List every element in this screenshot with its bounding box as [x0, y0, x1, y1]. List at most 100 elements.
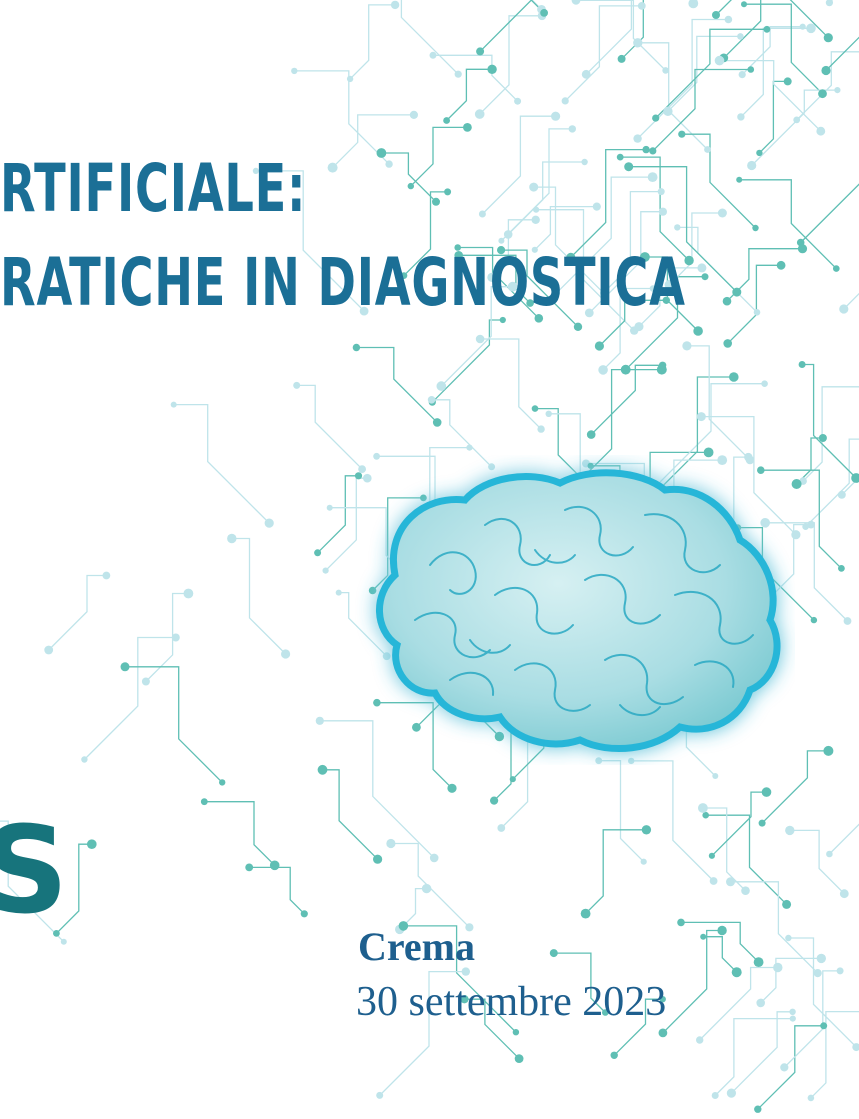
- circuit-trace: [667, 35, 741, 112]
- circuit-trace: [440, 286, 513, 387]
- circuit-node: [281, 649, 291, 659]
- circuit-node: [429, 853, 439, 863]
- circuit-node: [674, 224, 681, 231]
- circuit-node: [386, 838, 396, 849]
- circuit-node: [664, 279, 675, 290]
- circuit-node: [531, 215, 540, 224]
- circuit-node: [598, 365, 608, 375]
- circuit-trace: [322, 769, 379, 860]
- circuit-trace: [457, 246, 540, 319]
- circuit-node: [807, 520, 815, 529]
- circuit-node: [791, 479, 802, 489]
- circuit-node: [573, 322, 583, 331]
- circuit-trace: [431, 319, 503, 403]
- circuit-trace: [705, 814, 788, 905]
- circuit-node: [731, 967, 742, 978]
- circuit-node: [460, 995, 469, 1004]
- circuit-node: [708, 852, 716, 859]
- circuit-node: [81, 756, 88, 763]
- circuit-node: [806, 23, 816, 34]
- circuit-trace: [480, 338, 542, 430]
- event-date: 30 settembre 2023: [356, 979, 667, 1025]
- circuit-node: [717, 455, 728, 465]
- circuit-node: [561, 97, 569, 105]
- circuit-node: [335, 589, 342, 596]
- circuit-node: [581, 158, 588, 166]
- circuit-node: [87, 839, 97, 849]
- circuit-trace: [638, 267, 702, 328]
- circuit-node: [785, 825, 795, 836]
- circuit-node: [724, 15, 733, 24]
- circuit-node: [264, 518, 274, 528]
- circuit-node: [662, 67, 669, 74]
- circuit-trace: [570, 148, 647, 258]
- circuit-node: [761, 380, 768, 388]
- circuit-node: [610, 1051, 618, 1060]
- circuit-node: [490, 796, 499, 805]
- circuit-trace: [757, 1025, 824, 1110]
- circuit-trace: [0, 820, 65, 943]
- circuit-trace: [585, 0, 633, 75]
- circuit-node: [763, 25, 771, 33]
- circuit-trace: [403, 191, 448, 277]
- circuit-trace: [625, 276, 705, 371]
- circuit-node: [269, 860, 280, 871]
- circuit-trace: [723, 0, 762, 59]
- circuit-node: [756, 998, 765, 1008]
- circuit-node: [641, 825, 652, 835]
- circuit-node: [499, 316, 506, 324]
- circuit-trace: [338, 591, 388, 657]
- circuit-node: [798, 361, 806, 368]
- circuit-node: [551, 111, 561, 121]
- circuit-node: [709, 877, 718, 885]
- circuit-node: [102, 571, 111, 580]
- circuit-node: [838, 565, 845, 572]
- circuit-node: [488, 463, 496, 471]
- circuit-trace: [621, 0, 644, 60]
- circuit-node: [60, 938, 67, 945]
- circuit-node: [476, 47, 485, 56]
- circuit-trace: [662, 929, 723, 1034]
- circuit-trace: [714, 1017, 793, 1096]
- circuit-node: [586, 430, 596, 439]
- circuit-node: [624, 162, 634, 172]
- circuit-node: [432, 418, 442, 427]
- circuit-node: [53, 930, 60, 937]
- circuit-node: [291, 67, 298, 75]
- circuit-node: [595, 757, 603, 765]
- circuit-node: [754, 1105, 762, 1113]
- circuit-trace: [48, 574, 107, 651]
- circuit-trace: [702, 807, 746, 892]
- circuit-trace: [648, 383, 765, 495]
- circuit-node: [314, 549, 322, 557]
- circuit-trace: [55, 843, 92, 934]
- circuit-trace: [637, 42, 708, 150]
- circuit-trace: [479, 15, 542, 115]
- circuit-trace: [760, 469, 842, 569]
- circuit-node: [839, 304, 849, 314]
- circuit-node: [818, 89, 827, 99]
- circuit-node: [376, 1091, 384, 1099]
- circuit-trace: [631, 760, 715, 882]
- circuit-node: [602, 1009, 609, 1016]
- circuit-node: [637, 2, 646, 10]
- circuit-trace: [703, 936, 738, 973]
- logo-fragment: S: [0, 802, 69, 941]
- circuit-node: [702, 811, 709, 819]
- circuit-node: [693, 326, 703, 336]
- circuit-trace: [669, 212, 723, 286]
- circuit-node: [729, 372, 739, 382]
- circuit-trace: [727, 264, 782, 344]
- circuit-node: [726, 1088, 737, 1098]
- circuit-trace: [534, 205, 597, 251]
- circuit-trace: [294, 70, 390, 165]
- circuit-node: [474, 109, 485, 119]
- circuit-node: [717, 925, 727, 936]
- circuit-trace: [789, 829, 845, 895]
- circuit-node: [487, 272, 497, 282]
- circuit-node: [183, 588, 194, 599]
- circuit-node: [526, 299, 534, 307]
- circuit-node: [245, 863, 254, 872]
- circuit-node: [373, 698, 381, 707]
- circuit-node: [837, 490, 846, 499]
